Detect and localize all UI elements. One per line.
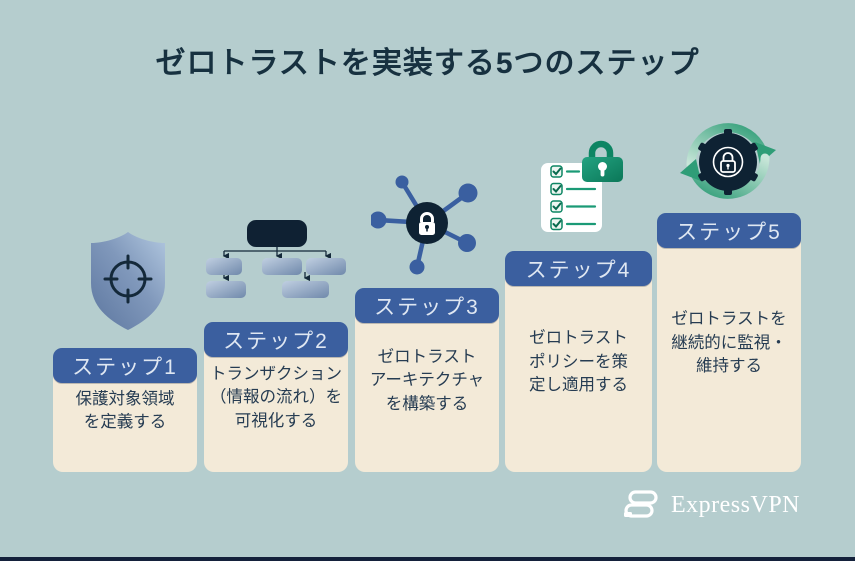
- step-4-header: ステップ4: [505, 251, 652, 286]
- cycle-lock-icon: [677, 116, 784, 213]
- step-5-header: ステップ5: [657, 213, 801, 248]
- bottom-accent-strip: [0, 557, 855, 561]
- step-3-description: ゼロトラストアーキテクチャを構築する: [355, 308, 499, 472]
- step-5-description: ゼロトラストを継続的に監視・維持する: [657, 233, 801, 472]
- step-2-description: トランザクション（情報の流れ）を可視化する: [204, 342, 348, 472]
- brand-wordmark: ExpressVPN: [671, 491, 800, 518]
- page-title: ゼロトラストを実装する5つのステップ: [155, 47, 700, 80]
- step-2-header: ステップ2: [204, 322, 348, 357]
- step-1-header: ステップ1: [53, 348, 197, 383]
- flowchart-icon: [204, 217, 349, 306]
- expressvpn-logo-icon: [621, 488, 661, 522]
- network-lock-icon: [369, 175, 483, 282]
- checklist-lock-icon: [535, 135, 628, 241]
- shield-target-icon: [90, 231, 166, 336]
- step-4-description: ゼロトラストポリシーを策定し適用する: [505, 271, 652, 472]
- step-1-description: 保護対象領域を定義する: [53, 368, 197, 472]
- step-3-header: ステップ3: [355, 288, 499, 323]
- brand-footer: ExpressVPN: [621, 488, 800, 522]
